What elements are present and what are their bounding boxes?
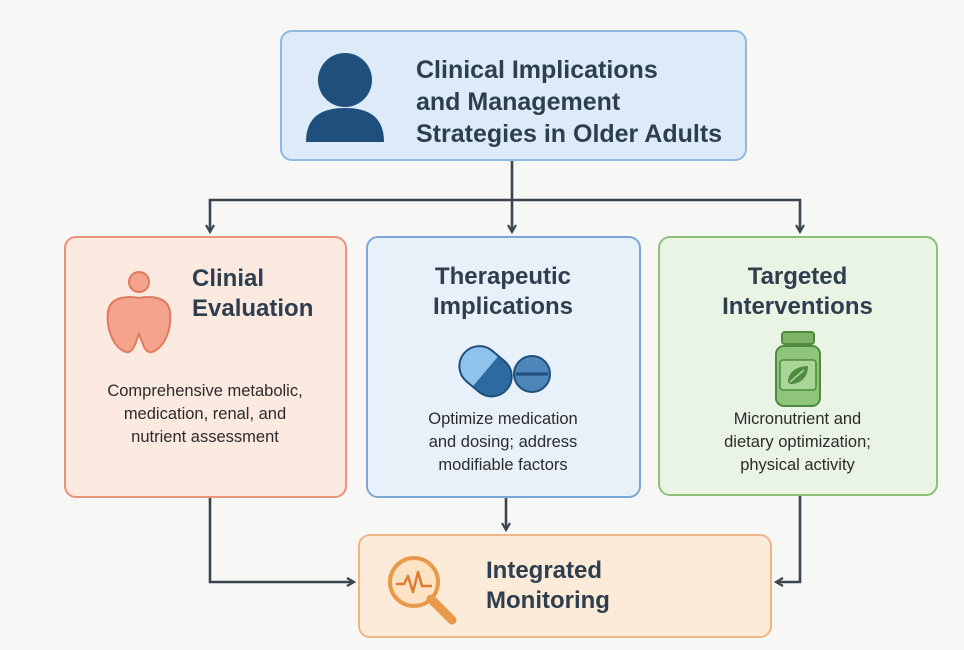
supplement-bottle-icon (775, 331, 821, 407)
thyroid-icon (106, 271, 172, 354)
main-topic-box: Clinical Implications and Management Str… (280, 30, 747, 161)
clinical-evaluation-description: Comprehensive metabolic, medication, ren… (107, 382, 303, 446)
magnifier-pulse-icon (388, 556, 457, 625)
arrow-to-targeted (512, 198, 800, 232)
arrow-evaluation-to-monitoring (208, 498, 354, 582)
targeted-interventions-box: Targeted Interventions Micronutrient and… (658, 236, 938, 496)
arrow-targeted-to-monitoring (776, 496, 802, 582)
person-icon (306, 53, 384, 142)
clinical-evaluation-box: Clinial Evaluation Comprehensive metabol… (64, 236, 347, 498)
arrow-to-evaluation (210, 198, 512, 232)
targeted-interventions-title: Targeted Interventions (722, 263, 873, 320)
integrated-monitoring-title: Integrated Monitoring (486, 557, 610, 614)
therapeutic-implications-title: Therapeutic Implications (432, 263, 574, 320)
pill-icon (458, 345, 551, 398)
clinical-evaluation-title: Clinial Evaluation (192, 265, 314, 322)
therapeutic-implications-description: Optimize medication and dosing; address … (428, 410, 578, 474)
targeted-interventions-description: Micronutrient and dietary optimization; … (724, 410, 871, 474)
integrated-monitoring-box: Integrated Monitoring (358, 534, 772, 638)
therapeutic-implications-box: Therapeutic Implications Optimize medica… (366, 236, 641, 498)
main-topic-title: Clinical Implications and Management Str… (416, 56, 723, 148)
